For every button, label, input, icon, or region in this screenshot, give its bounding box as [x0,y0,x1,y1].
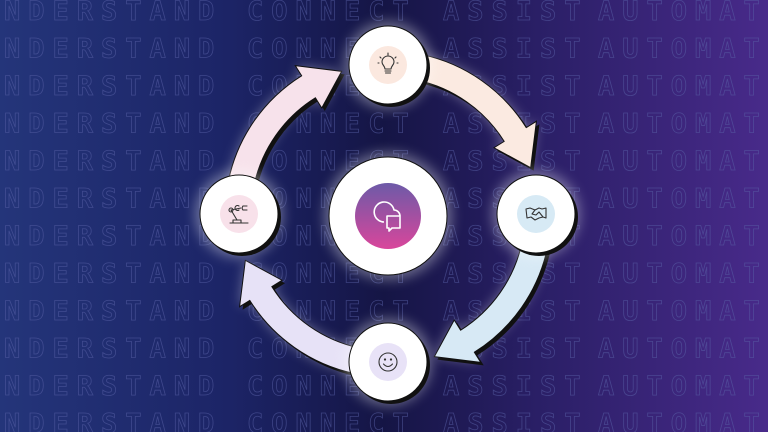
arrow-top-to-right [415,53,540,171]
background-word: NDERSTAND [4,409,222,432]
arrow-bottom-to-left [238,259,363,377]
center-node [324,152,452,280]
background-word: NDERSTAND [4,259,222,290]
chat-bubbles-icon [373,201,401,232]
background-word: AUTOMAT [598,371,768,402]
background-word: NDERSTAND [4,296,222,327]
cycle-nodes [195,21,580,406]
arrow-left-to-top [227,64,345,189]
background-word: NDERSTAND [4,146,222,177]
robot-arm-icon [228,204,249,224]
node-top [344,21,432,109]
background-word: ASSIST [443,371,589,402]
background-word: AUTOMAT [598,296,768,327]
node-left [195,170,283,258]
background-word: AUTOMAT [598,34,768,65]
background-word: NDERSTAND [4,334,222,365]
background-word: AUTOMAT [598,409,768,432]
background-word: NDERSTAND [4,184,222,215]
background-word: ASSIST [443,0,589,27]
background-word: NDERSTAND [4,0,222,27]
background-word: NDERSTAND [4,109,222,140]
background-word: NDERSTAND [4,371,222,402]
background-word: AUTOMAT [598,259,768,290]
smiley-icon [378,352,398,372]
background-word: NDERSTAND [4,71,222,102]
background-word: AUTOMAT [598,184,768,215]
node-right [492,170,580,258]
cycle-arrows [227,53,551,377]
background-word: AUTOMAT [598,334,768,365]
background-word: NDERSTAND [4,34,222,65]
background-word: AUTOMAT [598,71,768,102]
node-bottom [344,318,432,406]
background-word: CONNECT [247,409,417,432]
lightbulb-icon [377,52,399,74]
background-word: ASSIST [443,409,589,432]
background-word: AUTOMAT [598,146,768,177]
background-word: AUTOMAT [598,221,768,252]
background-word: ASSIST [443,34,589,65]
handshake-icon [525,207,547,221]
arrow-right-to-bottom [433,241,551,366]
background-word: AUTOMAT [598,0,768,27]
background-word: NDERSTAND [4,221,222,252]
background-word: AUTOMAT [598,109,768,140]
